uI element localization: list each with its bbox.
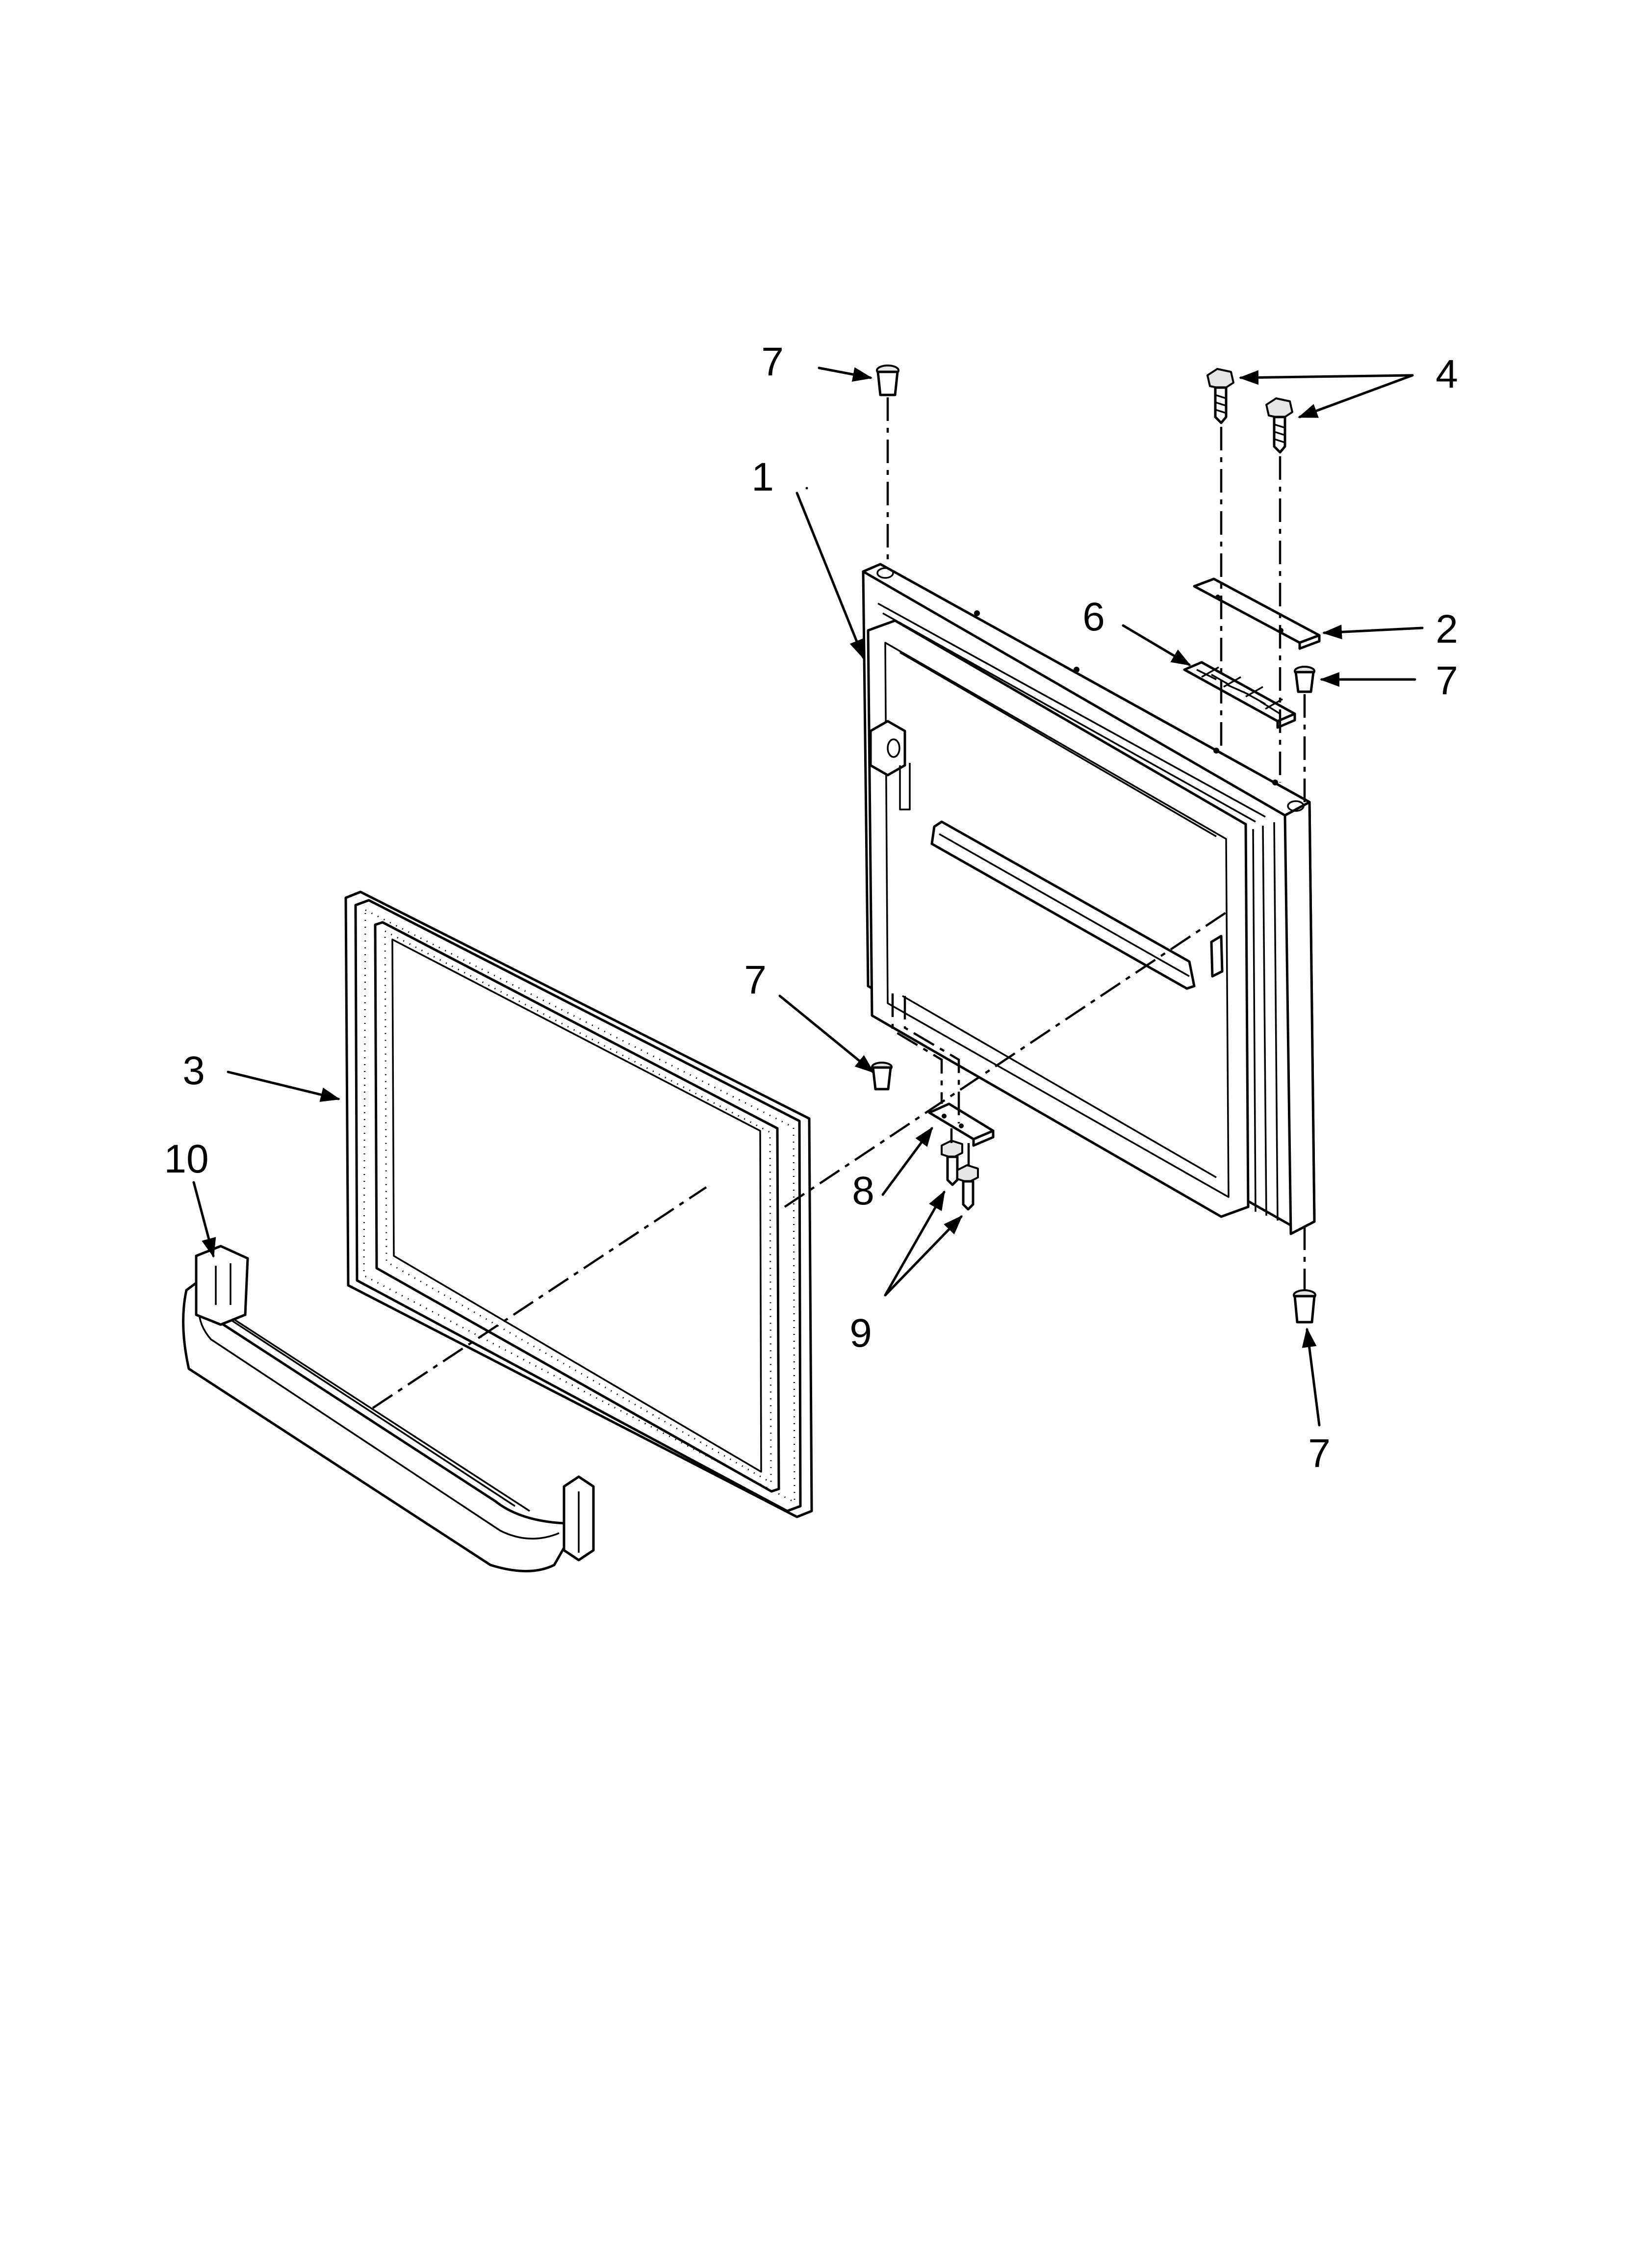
callout-1: 1 bbox=[751, 455, 774, 499]
callout-labels: 1 2 3 4 6 7 7 7 7 8 9 10 bbox=[164, 339, 1458, 1476]
callout-4: 4 bbox=[1436, 352, 1458, 396]
leader-6 bbox=[1122, 624, 1191, 666]
callout-8: 8 bbox=[852, 1169, 874, 1213]
plug-bottom-right bbox=[1293, 1289, 1316, 1324]
plug-lower-left bbox=[871, 1062, 893, 1091]
leader-7-bottom-right bbox=[1302, 1328, 1321, 1427]
callout-7-top-right: 7 bbox=[1436, 658, 1458, 703]
leader-10 bbox=[192, 1181, 216, 1258]
freezer-door bbox=[862, 563, 1316, 1235]
callout-7-bottom-right: 7 bbox=[1308, 1431, 1331, 1476]
plug-top-right bbox=[1294, 666, 1315, 693]
callout-6: 6 bbox=[1082, 595, 1105, 639]
leader-7-top-left bbox=[818, 366, 872, 382]
leader-1 bbox=[795, 492, 865, 659]
leader-4b bbox=[1298, 374, 1414, 418]
bottom-bracket bbox=[928, 1102, 995, 1147]
leader-7-lower-left bbox=[778, 994, 875, 1073]
leader-3 bbox=[227, 1070, 340, 1102]
assembly-lines bbox=[372, 397, 1306, 1409]
door-bin bbox=[182, 1245, 595, 1572]
callout-3: 3 bbox=[182, 1048, 205, 1093]
bracket-screw-left bbox=[941, 1140, 963, 1186]
leader-8 bbox=[881, 1126, 933, 1196]
callout-10: 10 bbox=[164, 1137, 208, 1181]
leader-9b bbox=[884, 1215, 963, 1297]
hinge-plate bbox=[1193, 577, 1321, 650]
leader-4a bbox=[1239, 370, 1414, 385]
hinge-shim bbox=[1183, 661, 1296, 729]
plug-top-left bbox=[876, 365, 899, 396]
leader-2 bbox=[1322, 625, 1424, 640]
callout-7-top-left: 7 bbox=[761, 339, 784, 384]
callout-2: 2 bbox=[1436, 607, 1458, 652]
door-gasket bbox=[344, 890, 813, 1518]
leader-9a bbox=[884, 1190, 946, 1297]
callout-7-lower-left: 7 bbox=[744, 958, 767, 1002]
callout-arrows bbox=[192, 366, 1424, 1427]
hinge-screw-right bbox=[1265, 397, 1293, 454]
hinge-screw-left bbox=[1206, 368, 1234, 424]
bracket-screw-right bbox=[956, 1164, 979, 1211]
callout-9: 9 bbox=[849, 1311, 872, 1356]
